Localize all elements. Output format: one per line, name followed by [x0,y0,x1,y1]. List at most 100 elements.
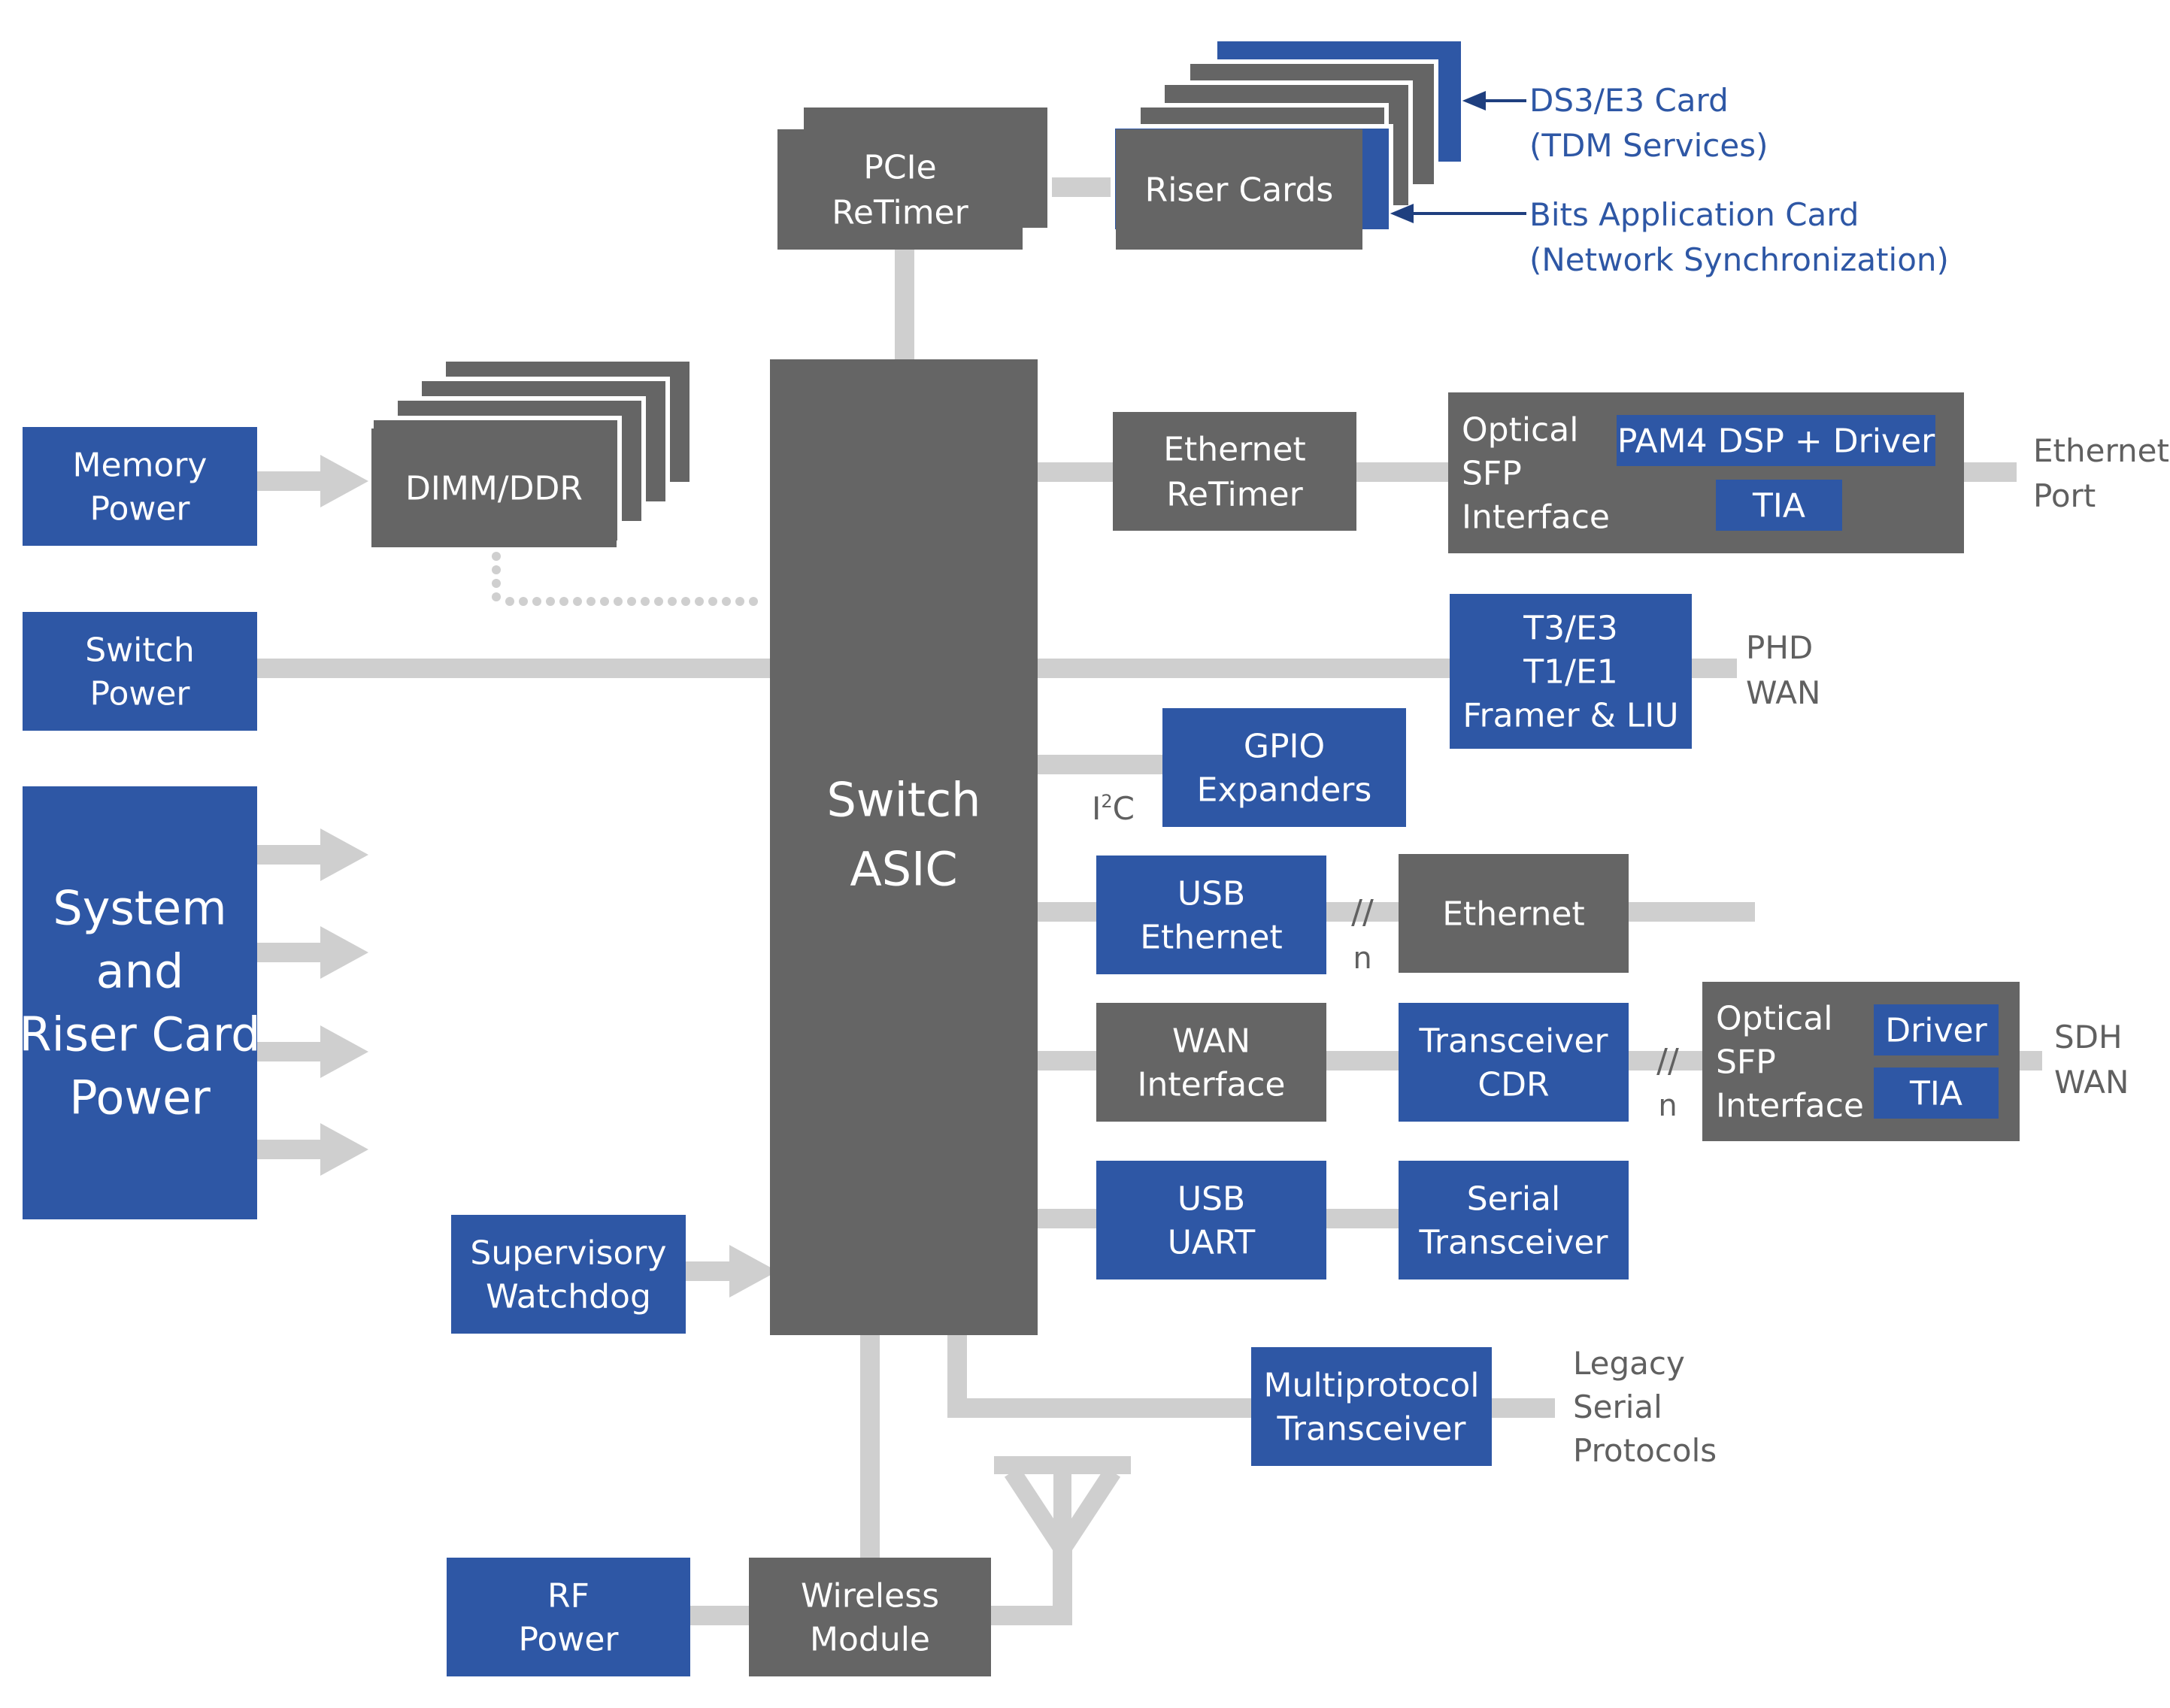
block-serial-transceiver-label-2: Transceiver [1419,1223,1609,1261]
block-t3e3-framer-label-1: T3/E3 [1523,609,1618,647]
block-wan-interface-label-2: Interface [1138,1065,1286,1104]
block-gpio-expanders: GPIO Expanders [1162,708,1406,827]
block-wireless-module-label-1: Wireless [801,1576,939,1615]
block-tia-bottom: TIA [1874,1068,1999,1119]
block-pam4-dsp-label-1: PAM4 DSP + Driver [1617,422,1935,460]
block-dimm-ddr-label-1: DIMM/DDR [405,469,583,507]
block-wireless-module-box [749,1558,991,1676]
connector-pcie-riser [1047,177,1117,197]
block-tia-top-box [1716,480,1842,531]
connector-uart-serial [1326,1209,1399,1228]
bus-width-n-2: n [1658,1089,1677,1123]
dimm-dot [641,597,650,606]
block-optical-sfp-bottom-label-2: SFP [1716,1043,1776,1081]
block-pcie-retimer-label-1: PCIe [863,148,936,186]
dimm-dot [492,565,501,574]
arrow-system-1 [257,828,368,881]
dimm-dot [695,597,704,606]
block-switch-asic-label-1: Switch [827,773,981,828]
block-system-riser-power-label-3: Riser Card [20,1007,261,1062]
block-transceiver-cdr-box [1399,1003,1629,1122]
block-transceiver-cdr-label-1: Transceiver [1419,1022,1609,1060]
block-rf-power-label-1: RF [547,1576,589,1615]
arrow-memory-dimm [257,455,368,507]
block-memory-power-label-2: Power [89,489,190,528]
block-wan-interface-label-1: WAN [1172,1022,1250,1060]
dimm-dotted-connector [492,552,758,606]
dimm-dot [559,597,568,606]
block-supervisory-watchdog-label-2: Watchdog [486,1277,651,1316]
block-optical-sfp-top-label-2: SFP [1462,454,1522,492]
block-t3e3-framer-box [1450,594,1692,749]
label-legacy-serial-line-3: Protocols [1573,1432,1717,1469]
connector-pcie-asic [895,250,914,361]
connector-ethernet-out [1629,902,1755,922]
connector-retimer-optical [1356,462,1448,482]
label-sdh-wan-line-2: WAN [2054,1064,2129,1101]
block-transceiver-cdr-label-2: CDR [1477,1065,1549,1104]
callout-ds3-e3-card-line-1: DS3/E3 Card [1529,82,1729,119]
dimm-dot [654,597,663,606]
block-switch-power-label-1: Switch [85,631,194,669]
label-sdh-wan-line-1: SDH [2054,1019,2123,1055]
connector-cdr-optical [1629,1051,1702,1071]
connector-wan-cdr [1326,1051,1399,1071]
callout-arrows [1390,91,1526,223]
block-gpio-expanders-label-2: Expanders [1197,771,1372,809]
block-t3e3-framer-label-3: Framer & LIU [1462,696,1678,734]
connectors [257,177,2042,1625]
arrow-system-3 [257,1025,368,1078]
label-legacy-serial-line-1: Legacy [1573,1345,1685,1382]
dimm-dot [505,597,514,606]
label-ethernet-port-line-2: Port [2033,477,2096,514]
dimm-dot [586,597,596,606]
block-usb-ethernet-box [1096,856,1326,974]
block-wan-interface-box [1096,1003,1326,1122]
bus-width-n-1: n [1353,941,1371,976]
arrow-system-4 [257,1123,368,1176]
block-dimm-ddr: DIMM/DDR [371,429,617,547]
callout-bits-application-card-line-1: Bits Application Card [1529,196,1859,233]
block-ethernet-retimer-box [1113,412,1356,531]
block-usb-uart-label-1: USB [1177,1180,1245,1218]
connector-optical-sdh [2020,1051,2042,1071]
dimm-dot [627,597,636,606]
block-multiprotocol-transceiver-label-1: Multiprotocol [1263,1366,1479,1404]
block-ethernet-retimer-label-1: Ethernet [1163,430,1306,468]
block-system-riser-power-label-4: Power [69,1071,211,1125]
label-legacy-serial-line-2: Serial [1573,1389,1662,1425]
connector-t3e3-phd [1692,659,1737,678]
bus-width-mark-1: // [1351,893,1374,931]
block-system-riser-power-box [23,786,257,1219]
block-multiprotocol-transceiver-box [1251,1347,1492,1466]
block-supervisory-watchdog-label-1: Supervisory [470,1234,666,1272]
dimm-dot [708,597,717,606]
block-optical-sfp-top-label-1: Optical [1462,410,1578,449]
block-system-riser-power-label-1: System [53,881,226,936]
block-tia-top-label-1: TIA [1752,486,1805,525]
dimm-dot [546,597,555,606]
arrow-watchdog-asic [686,1245,777,1298]
block-optical-sfp-top-label-3: Interface [1462,498,1610,536]
block-switch-asic-label-2: ASIC [850,842,957,897]
text-layer: EthernetPortPHDWANSDHWANLegacySerialProt… [1092,82,2169,1469]
block-driver: Driver [1874,1004,1999,1055]
connector-asic-wan [1038,1051,1096,1071]
label-ethernet-port-line-1: Ethernet [2033,432,2169,469]
block-riser-cards-box [1116,129,1362,250]
block-system-riser-power-label-2: and [96,944,184,999]
dimm-dot [519,597,528,606]
block-dimm-ddr-box [371,429,617,547]
block-gpio-expanders-label-1: GPIO [1244,727,1325,765]
connector-rf-wireless [690,1606,749,1625]
